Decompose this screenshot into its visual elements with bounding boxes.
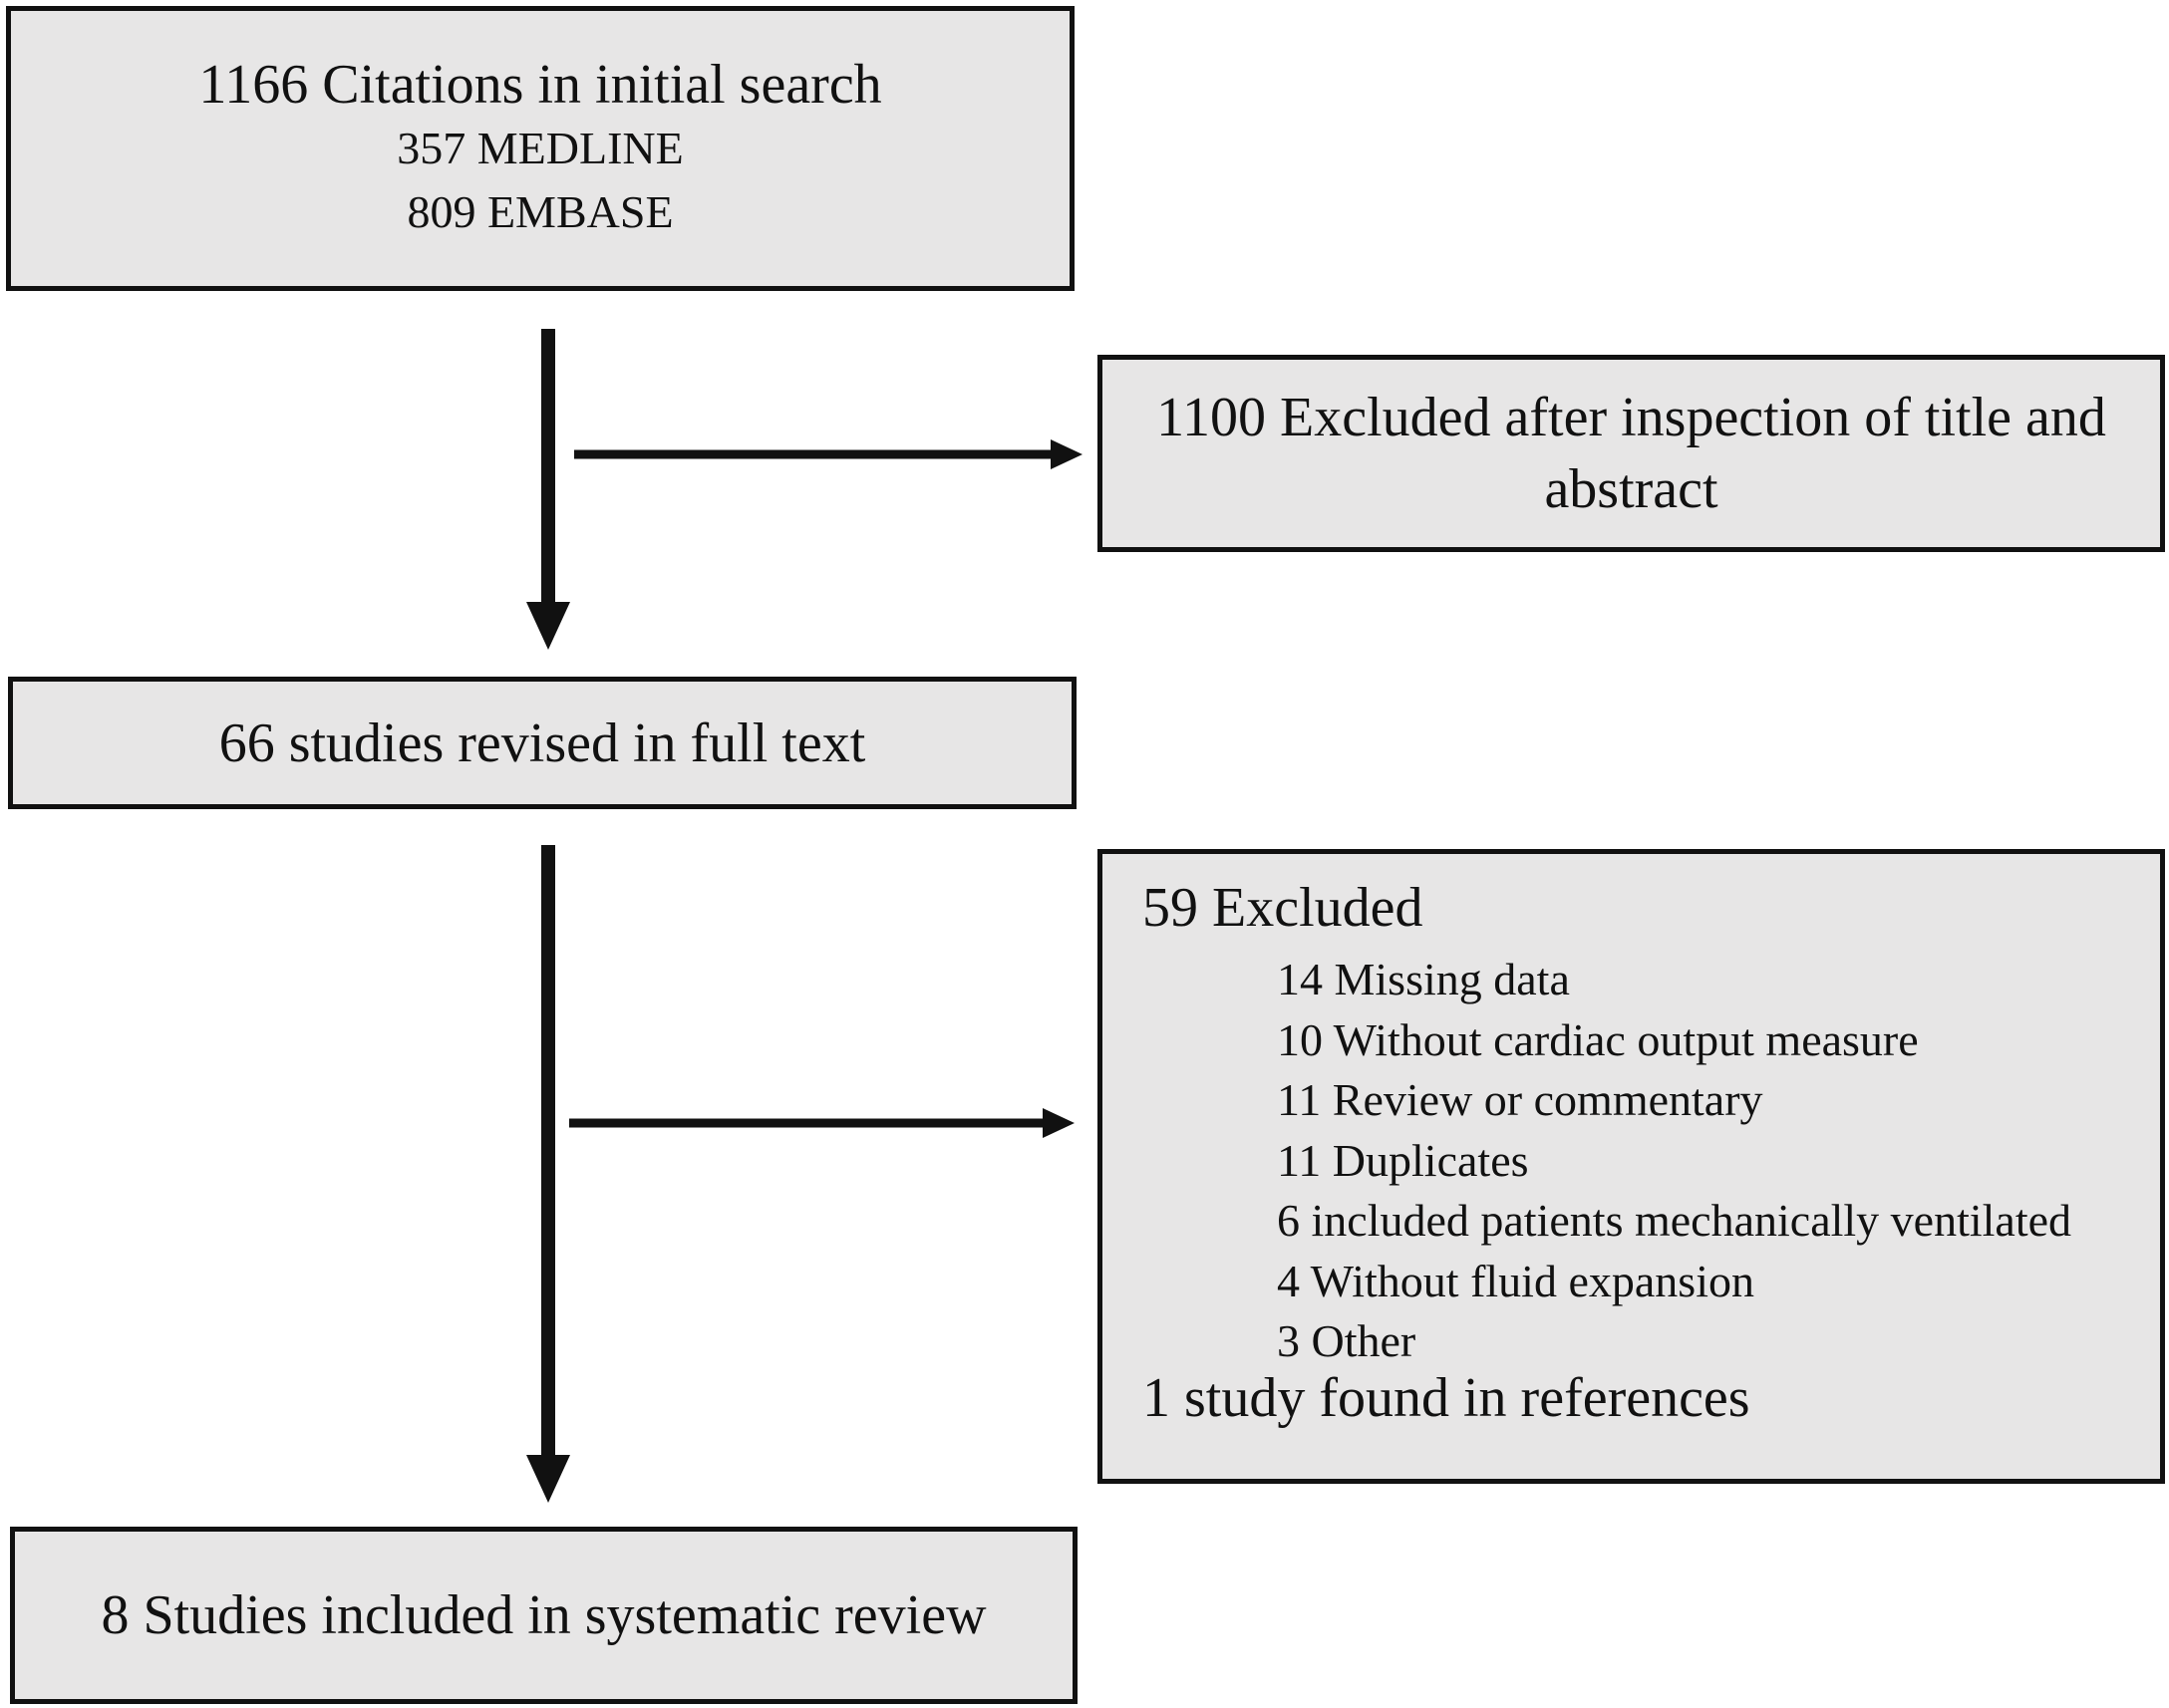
exclusion-reasons-list: 14 Missing data 10 Without cardiac outpu… [1277, 950, 2071, 1372]
exclusion-reason: 3 Other [1277, 1315, 1416, 1366]
excluded-title-abstract-box: 1100 Excluded after inspection of title … [1097, 355, 2165, 552]
arrow-search-to-fulltext [526, 329, 570, 650]
exclusion-reason: 11 Review or commentary [1277, 1074, 1763, 1125]
initial-search-box: 1166 Citations in initial search 357 MED… [6, 6, 1075, 291]
references-found-text: 1 study found in references [1142, 1367, 1750, 1429]
exclusion-reason: 10 Without cardiac output measure [1277, 1013, 1919, 1065]
embase-count: 809 EMBASE [407, 186, 674, 237]
full-text-review-text: 66 studies revised in full text [218, 712, 866, 774]
excluded-title-abstract-text: 1100 Excluded after inspection of title … [1156, 387, 2106, 520]
full-text-review-box: 66 studies revised in full text [8, 677, 1077, 809]
included-studies-text: 8 Studies included in systematic review [101, 1584, 987, 1646]
medline-count: 357 MEDLINE [397, 123, 684, 173]
arrow-fulltext-to-included [526, 845, 570, 1503]
exclusion-reason: 14 Missing data [1277, 954, 1570, 1004]
arrow-to-excluded-title-abstract [574, 439, 1083, 469]
exclusion-reason: 4 Without fluid expansion [1277, 1255, 1754, 1306]
initial-search-title: 1166 Citations in initial search [198, 54, 882, 116]
exclusion-reason: 11 Duplicates [1277, 1134, 1529, 1186]
excluded-full-text-title: 59 Excluded [1142, 877, 1423, 939]
excluded-full-text-box: 59 Excluded 14 Missing data 10 Without c… [1097, 849, 2165, 1484]
arrow-to-excluded-full-text [569, 1108, 1075, 1138]
included-studies-box: 8 Studies included in systematic review [10, 1527, 1078, 1704]
exclusion-reason: 6 included patients mechanically ventila… [1277, 1195, 2072, 1246]
